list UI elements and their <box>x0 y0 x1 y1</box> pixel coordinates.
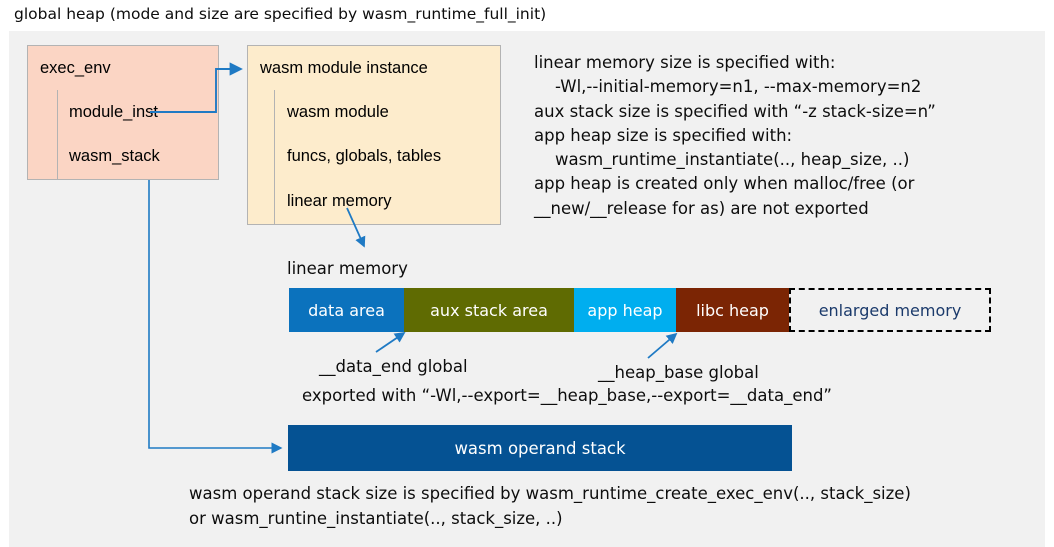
module-instance-gutter <box>247 90 275 225</box>
module-instance-row-funcs-globals-tables: funcs, globals, tables <box>274 134 501 179</box>
annotation-exported-with: exported with “-Wl,--export=__heap_base,… <box>302 386 832 405</box>
wasm-operand-stack-box: wasm operand stack <box>288 425 792 471</box>
module-instance-row-wasm-module: wasm module <box>274 90 501 135</box>
annotation-data-end: __data_end global <box>319 357 468 376</box>
linear-memory-label: linear memory <box>287 259 408 278</box>
page-title: global heap (mode and size are specified… <box>14 5 547 23</box>
memory-segment-app-heap: app heap <box>574 288 676 332</box>
memory-segment-aux-stack-area: aux stack area <box>404 288 574 332</box>
exec-env-gutter <box>27 90 58 180</box>
annotation-heap-base: __heap_base global <box>598 363 759 382</box>
memory-segment-enlarged-memory: enlarged memory <box>789 288 991 332</box>
exec-env-row-wasm-stack: wasm_stack <box>57 134 219 180</box>
exec-env-header: exec_env <box>27 45 219 91</box>
module-instance-header: wasm module instance <box>247 45 501 91</box>
exec-env-row-module-inst: module_inst <box>57 90 219 135</box>
module-instance-row-linear-memory: linear memory <box>274 178 501 225</box>
memory-segment-libc-heap: libc heap <box>676 288 789 332</box>
operand-stack-note: wasm operand stack size is specified by … <box>189 484 911 528</box>
memory-segment-data-area: data area <box>289 288 404 332</box>
wasm-module-instance-block: wasm module instance wasm module funcs, … <box>247 45 501 225</box>
memory-config-notes: linear memory size is specified with: -W… <box>534 53 936 218</box>
exec-env-block: exec_env module_inst wasm_stack <box>27 45 219 180</box>
